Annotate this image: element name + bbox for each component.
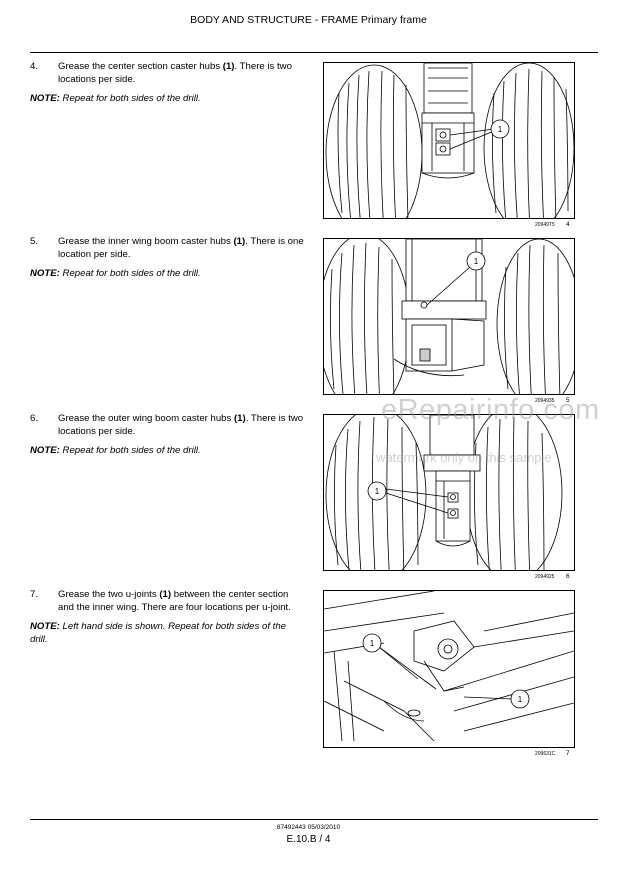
footer-rule: [30, 819, 598, 820]
center-caster-illustration: 1: [325, 63, 574, 218]
step-note: NOTE: Repeat for both sides of the drill…: [30, 93, 201, 104]
inner-wing-caster-illustration: 1: [324, 239, 574, 394]
figure-inner-wing-caster: 1: [323, 238, 575, 395]
figure-code: 20949T5: [535, 222, 555, 228]
figure-number: 4: [566, 221, 570, 228]
step-6: 6. Grease the outer wing boom caster hub…: [30, 413, 305, 458]
step-5: 5. Grease the inner wing boom caster hub…: [30, 236, 305, 281]
step-number: 7.: [30, 589, 39, 600]
page-header: BODY AND STRUCTURE - FRAME Primary frame: [190, 14, 427, 26]
figure-callout: 1: [474, 257, 479, 266]
figure-code: 2094925: [535, 574, 555, 580]
watermark: eRepairinfo.com: [381, 394, 600, 426]
step-text: Grease the inner wing boom caster hubs (…: [58, 236, 304, 260]
figure-number: 6: [566, 573, 570, 580]
footer-page-number: E.10.B / 4: [286, 834, 331, 845]
figure-u-joint: 1 1: [323, 590, 575, 748]
watermark-sub: watermark only on this sample: [376, 450, 552, 465]
step-text: Grease the outer wing boom caster hubs (…: [58, 413, 304, 437]
figure-number: 7: [566, 750, 570, 757]
step-note: NOTE: Left hand side is shown. Repeat fo…: [30, 621, 286, 645]
step-text: Grease the two u-joints (1) between the …: [58, 589, 291, 613]
step-4: 4. Grease the center section caster hubs…: [30, 61, 305, 106]
step-number: 5.: [30, 236, 39, 247]
step-number: 6.: [30, 413, 39, 424]
step-note: NOTE: Repeat for both sides of the drill…: [30, 268, 201, 279]
figure-center-caster: 1: [323, 62, 575, 219]
figure-code: 2094935: [535, 398, 555, 404]
figure-callout: 1: [518, 695, 523, 704]
figure-callout: 1: [498, 125, 503, 134]
step-text: Grease the center section caster hubs (1…: [58, 61, 292, 85]
step-number: 4.: [30, 61, 39, 72]
figure-outer-wing-caster: 1: [323, 414, 575, 571]
u-joint-illustration: 1 1: [324, 591, 574, 742]
figure-callout: 1: [370, 639, 375, 648]
outer-wing-caster-illustration: 1: [325, 415, 563, 570]
step-note: NOTE: Repeat for both sides of the drill…: [30, 445, 201, 456]
step-7: 7. Grease the two u-joints (1) between t…: [30, 589, 305, 646]
header-rule: [30, 52, 598, 53]
figure-number: 5: [566, 397, 570, 404]
figure-callout: 1: [375, 487, 380, 496]
footer-doc-code: 87492443 05/03/2010: [276, 824, 341, 831]
figure-code: 209631C: [535, 751, 556, 757]
